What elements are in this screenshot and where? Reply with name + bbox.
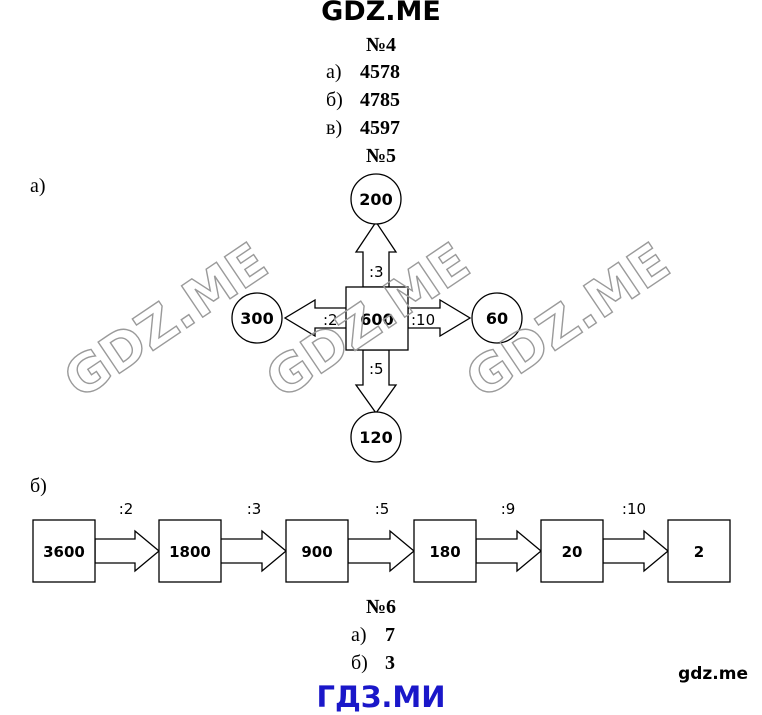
answer-value: 4597 (360, 117, 400, 139)
circle-down (350, 411, 402, 463)
task4-answer-b: б) 4785 (326, 89, 400, 112)
circle-left (231, 292, 283, 344)
arrow-down (354, 349, 398, 415)
chain-value: 900 (301, 543, 332, 561)
chain-box-3 (285, 519, 349, 583)
down-op: :5 (369, 360, 384, 378)
chain-box-6 (667, 519, 731, 583)
task4-answer-a: а) 4578 (326, 61, 400, 84)
left-result: 300 (240, 309, 273, 328)
task6-answer-b: б) 3 (351, 652, 395, 675)
chain-box-5 (540, 519, 604, 583)
chain-op: :5 (375, 500, 390, 518)
right-result: 60 (486, 309, 508, 328)
part-b-label: б) (30, 475, 47, 497)
answer-value: 7 (385, 624, 395, 646)
center-box (345, 286, 409, 351)
down-result: 120 (359, 428, 392, 447)
task4-heading: №4 (365, 34, 397, 56)
up-op: :3 (369, 263, 384, 281)
chain-op: :10 (622, 500, 646, 518)
chain-op: :2 (119, 500, 134, 518)
arrow-right (407, 298, 472, 338)
part-a-label: а) (30, 175, 46, 197)
answer-value: 3 (385, 652, 395, 674)
up-result: 200 (359, 190, 392, 209)
chain-box-4 (413, 519, 477, 583)
answer-value: 4785 (360, 89, 400, 111)
chain-arrow-4 (475, 529, 543, 573)
chain-op: :3 (247, 500, 262, 518)
answer-label: а) (326, 61, 342, 83)
chain-value: 180 (429, 543, 460, 561)
chain-box-1 (32, 519, 96, 583)
chain-value: 1800 (169, 543, 211, 561)
task4-answer-c: в) 4597 (326, 117, 400, 140)
answer-label: а) (351, 624, 367, 646)
task5-heading: №5 (365, 145, 397, 167)
answer-label: б) (351, 652, 368, 674)
chain-arrow-5 (602, 529, 670, 573)
answer-label: б) (326, 89, 343, 111)
chain-arrow-1 (94, 529, 161, 573)
right-op: :10 (411, 311, 435, 329)
task6-heading: №6 (365, 596, 397, 618)
left-op: :2 (323, 311, 338, 329)
footer-brand: ГДЗ.МИ (316, 680, 446, 714)
site-title: GDZ.ME (321, 0, 441, 27)
arrow-left (283, 298, 348, 338)
task6-answer-a: а) 7 (351, 624, 395, 647)
chain-arrow-2 (219, 529, 288, 573)
center-value: 600 (360, 310, 393, 329)
arrow-up (354, 220, 398, 288)
circle-up (350, 173, 402, 225)
circle-right (471, 292, 523, 344)
chain-box-2 (158, 519, 222, 583)
answer-value: 4578 (360, 61, 400, 83)
chain-op: :9 (501, 500, 516, 518)
chain-value: 3600 (43, 543, 85, 561)
chain-value: 20 (562, 543, 583, 561)
answer-label: в) (326, 117, 343, 139)
footer-site-link[interactable]: gdz.me (678, 664, 748, 684)
chain-value: 2 (694, 543, 704, 561)
chain-arrow-3 (347, 529, 416, 573)
